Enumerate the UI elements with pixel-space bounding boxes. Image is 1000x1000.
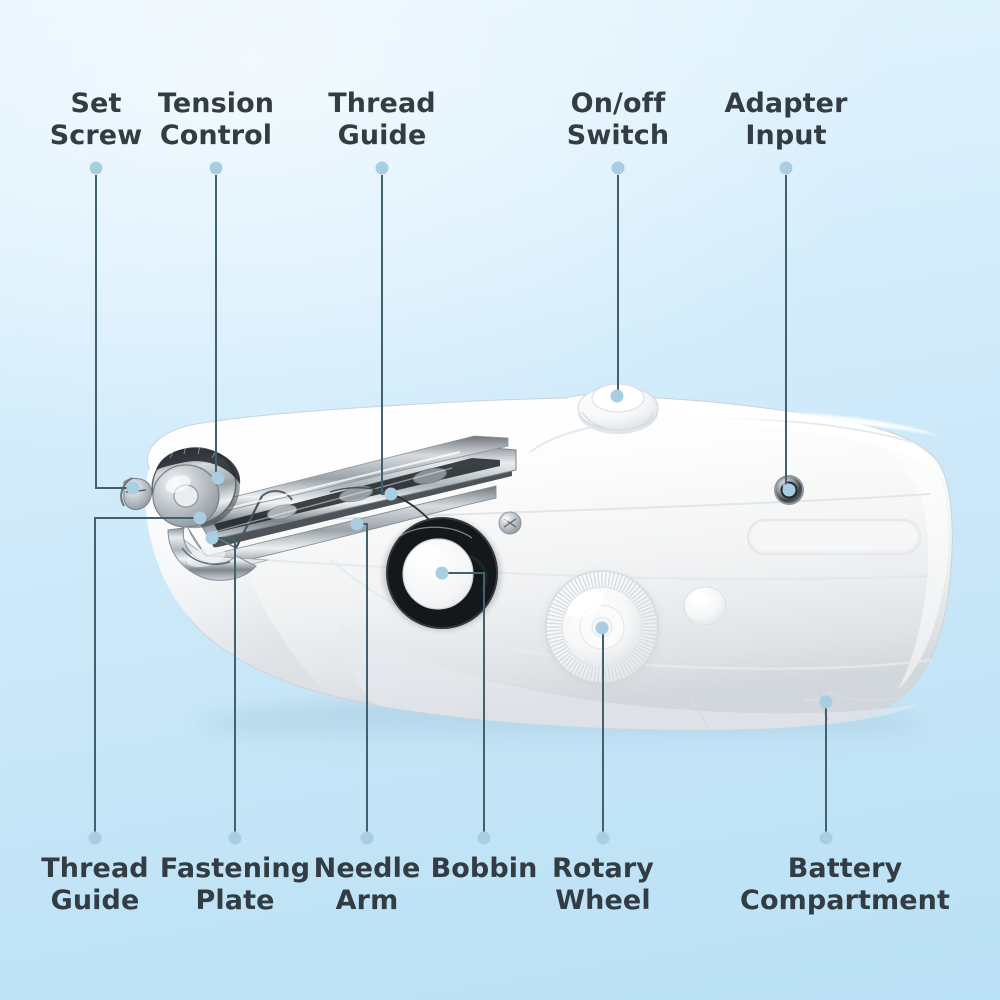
callout-label-thread-guide-bottom: Thread Guide bbox=[41, 853, 149, 916]
adapter-input-jack[interactable] bbox=[774, 475, 804, 505]
callout-label-bobbin: Bobbin bbox=[430, 853, 538, 884]
callout-label-rotary-wheel: Rotary Wheel bbox=[552, 853, 654, 916]
callout-label-battery-compartment: Battery Compartment bbox=[740, 853, 950, 916]
callout-label-thread-guide-top: Thread Guide bbox=[328, 88, 436, 151]
callout-label-set-screw: Set Screw bbox=[49, 88, 143, 151]
callout-label-on-off-switch: On/off Switch bbox=[566, 88, 670, 151]
callout-label-adapter-input: Adapter Input bbox=[724, 88, 848, 151]
rotary-wheel[interactable] bbox=[544, 570, 660, 687]
on-off-switch[interactable] bbox=[577, 383, 659, 434]
machine-body bbox=[145, 393, 953, 731]
needle-arm-assembly bbox=[167, 435, 517, 581]
side-button[interactable] bbox=[683, 586, 727, 628]
set-screw bbox=[120, 477, 153, 511]
callout-label-fastening-plate: Fastening Plate bbox=[159, 853, 311, 916]
callout-label-needle-arm: Needle Arm bbox=[313, 853, 421, 916]
bobbin bbox=[384, 517, 500, 629]
housing-screw bbox=[498, 511, 522, 535]
battery-lid-panel bbox=[746, 518, 922, 556]
callout-label-tension-control: Tension Control bbox=[157, 88, 275, 151]
